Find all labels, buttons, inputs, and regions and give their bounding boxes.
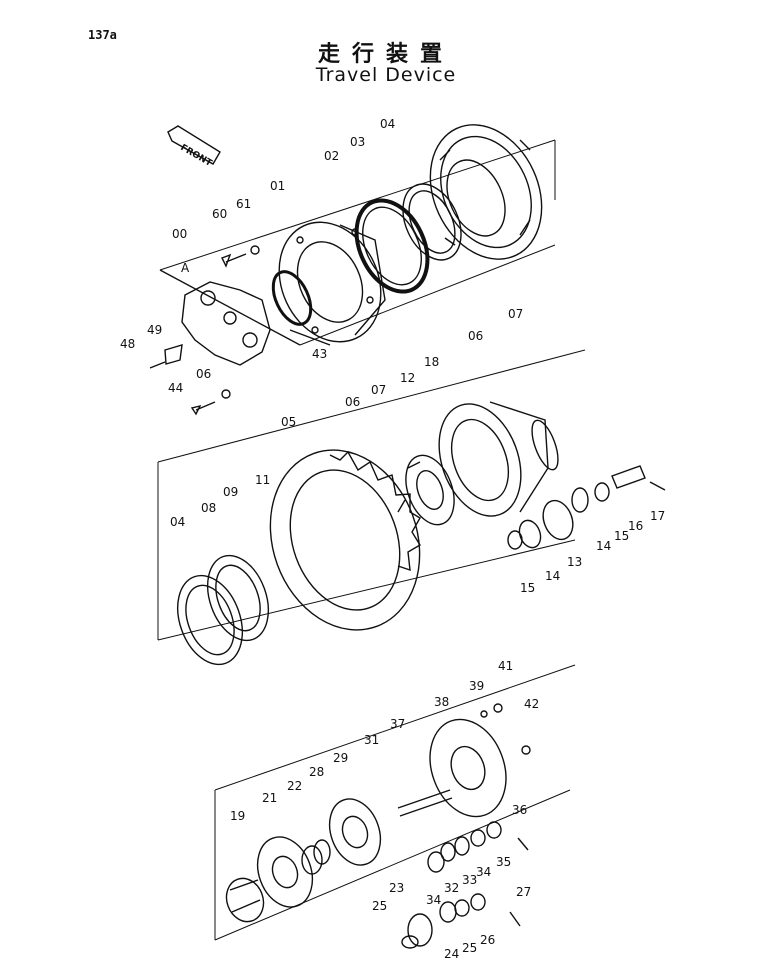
part-callout-31: 31: [364, 733, 379, 747]
part-43-oring: [271, 270, 313, 326]
part-00-motor: [159, 269, 301, 366]
part-02-seal: [354, 198, 430, 294]
part-callout-13: 13: [567, 555, 582, 569]
part-callout-22: 22: [287, 779, 302, 793]
part-callout-06: 06: [196, 367, 211, 381]
front-arrow: FRONT: [167, 125, 221, 169]
group-2-outline: [157, 349, 586, 641]
part-callout-33: 33: [462, 873, 477, 887]
part-callout-18: 18: [424, 355, 439, 369]
page-number: 137a: [88, 28, 117, 42]
planet-pin-group: [507, 465, 666, 550]
part-callout-38: 38: [434, 695, 449, 709]
part-callout-19: 19: [230, 809, 245, 823]
part-callout-04: 04: [380, 117, 395, 131]
part-callout-01: 01: [270, 179, 285, 193]
part-callout-34: 34: [476, 865, 491, 879]
title-english: Travel Device: [315, 64, 457, 86]
part-callout-14: 14: [545, 569, 560, 583]
part-callout-61: 61: [236, 197, 251, 211]
small-parts-group-3: [401, 703, 531, 949]
title-japanese: 走行装置: [317, 42, 454, 67]
part-18-hub: [438, 401, 559, 517]
bolts-group-1: [149, 245, 260, 416]
part-callout-00: 00: [172, 227, 187, 241]
part-callout-12: 12: [400, 371, 415, 385]
part-callout-02: 02: [324, 149, 339, 163]
part-callout-28: 28: [309, 765, 324, 779]
part-callout-08: 08: [201, 501, 216, 515]
part-callout-25: 25: [372, 899, 387, 913]
part-callout-06: 06: [345, 395, 360, 409]
group-3-outline: [214, 664, 576, 941]
part-05-ring-gear: [269, 449, 421, 631]
part-callout-04: 04: [170, 515, 185, 529]
part-21-carrier: [256, 836, 314, 908]
part-callout-35: 35: [496, 855, 511, 869]
part-callout-05: 05: [281, 415, 296, 429]
part-callout-23: 23: [389, 881, 404, 895]
part-callout-09: 09: [223, 485, 238, 499]
part-callout-26: 26: [480, 933, 495, 947]
part-01-housing: [278, 221, 386, 346]
part-callout-24: 24: [444, 947, 459, 960]
part-22-gear: [301, 845, 323, 875]
part-callout-42: 42: [524, 697, 539, 711]
part-callout-34: 34: [426, 893, 441, 907]
part-callout-43: 43: [312, 347, 327, 361]
part-callout-15: 15: [520, 581, 535, 595]
part-callout-17: 17: [650, 509, 665, 523]
part-callout-07: 07: [508, 307, 523, 321]
part-callout-03: 03: [350, 135, 365, 149]
part-28-gear: [313, 839, 331, 865]
part-callout-14: 14: [596, 539, 611, 553]
part-callout-07: 07: [371, 383, 386, 397]
part-callout-36: 36: [512, 803, 527, 817]
part-callout-48: 48: [120, 337, 135, 351]
part-callout-29: 29: [333, 751, 348, 765]
part-callout-27: 27: [516, 885, 531, 899]
part-callout-25: 25: [462, 941, 477, 955]
part-callout-60: 60: [212, 207, 227, 221]
part-callout-06: 06: [468, 329, 483, 343]
part-37-shaft: [397, 789, 453, 817]
ref-label-a: A: [181, 261, 190, 275]
part-29-carrier: [328, 798, 382, 866]
part-callout-41: 41: [498, 659, 513, 673]
part-04-08-bearings: [177, 554, 270, 666]
group-1-outline: [159, 139, 556, 346]
part-callout-16: 16: [628, 519, 643, 533]
part-callout-44: 44: [168, 381, 183, 395]
part-19-sun-gear: [225, 877, 265, 923]
part-callout-49: 49: [147, 323, 162, 337]
part-38-cover: [429, 718, 507, 818]
part-callout-21: 21: [262, 791, 277, 805]
part-callout-11: 11: [255, 473, 270, 487]
part-callout-15: 15: [614, 529, 629, 543]
part-callout-39: 39: [469, 679, 484, 693]
part-callout-37: 37: [390, 717, 405, 731]
part-callout-32: 32: [444, 881, 459, 895]
